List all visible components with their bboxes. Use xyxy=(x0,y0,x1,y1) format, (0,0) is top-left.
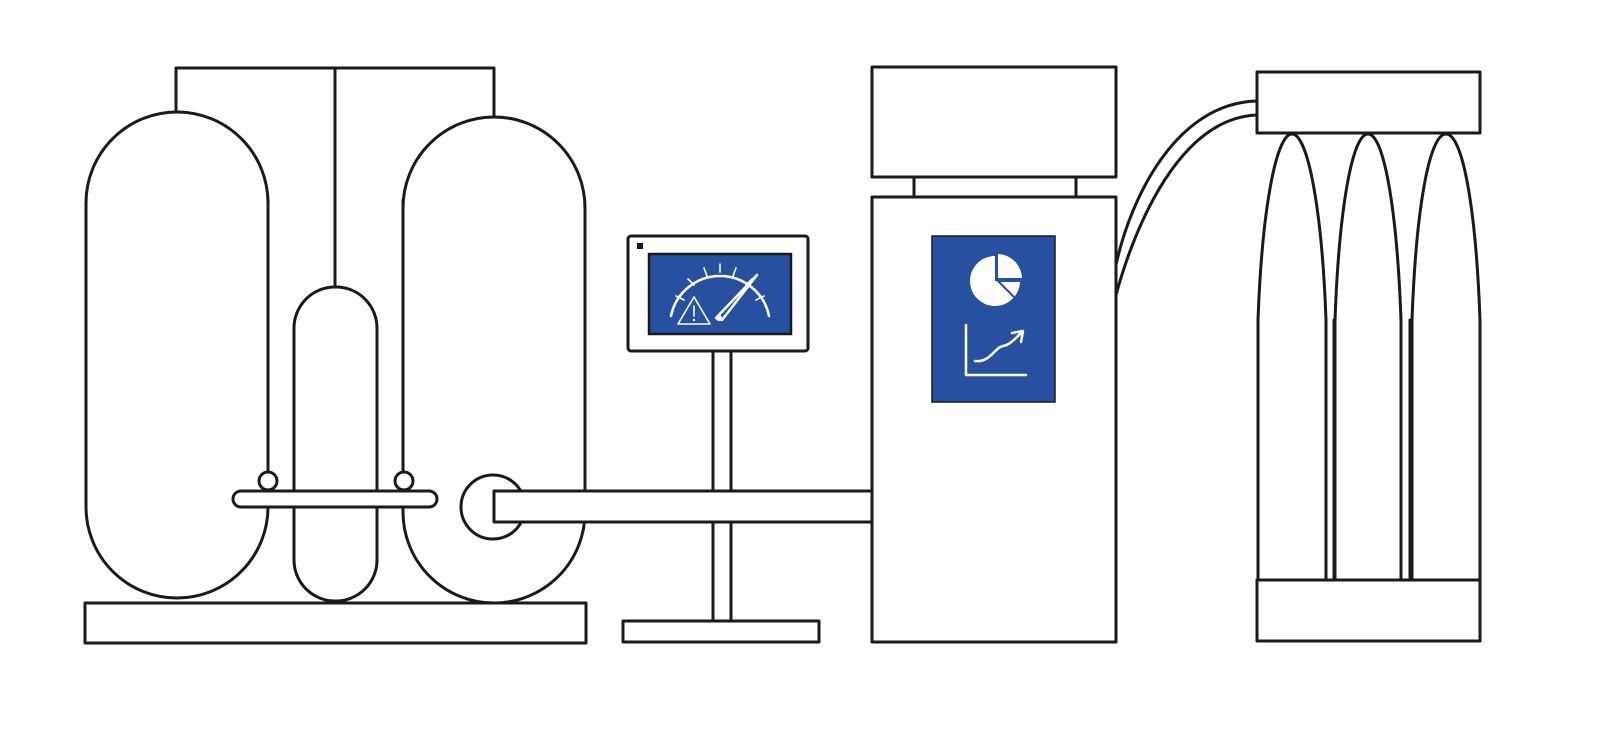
stand-pole xyxy=(711,349,733,623)
cabinet-top-box xyxy=(870,65,1118,179)
warning-icon xyxy=(677,296,711,325)
left-tower xyxy=(84,110,270,600)
right-valve-knob xyxy=(393,470,415,492)
compressor-cabinet xyxy=(870,65,1118,644)
left-valve-knob xyxy=(257,470,279,492)
gauge-icon xyxy=(669,263,771,322)
rack-top-manifold xyxy=(1255,70,1482,135)
control-panel-stand xyxy=(621,234,821,644)
hose-inner xyxy=(1114,113,1259,297)
tower-base-plate xyxy=(83,601,588,645)
twin-tower-adsorber xyxy=(83,66,588,645)
growth-chart-icon xyxy=(964,323,1028,377)
hose-outer xyxy=(1114,99,1259,267)
cylinder-1 xyxy=(1256,132,1328,582)
horizontal-pipe xyxy=(492,489,874,524)
cylinder-rack xyxy=(1255,70,1482,643)
cylinder-2 xyxy=(1333,132,1403,582)
cabinet-connector xyxy=(912,175,1078,199)
pie-chart-icon xyxy=(970,254,1022,306)
buffer-vessel xyxy=(292,285,379,603)
main-feed-pipe xyxy=(459,473,874,541)
rack-base xyxy=(1255,578,1482,643)
cylinder-3 xyxy=(1410,132,1482,582)
manifold-bar xyxy=(231,489,439,509)
panel-indicator-dot xyxy=(637,243,643,249)
stand-foot xyxy=(621,619,821,644)
transfer-hoses xyxy=(1114,99,1259,297)
